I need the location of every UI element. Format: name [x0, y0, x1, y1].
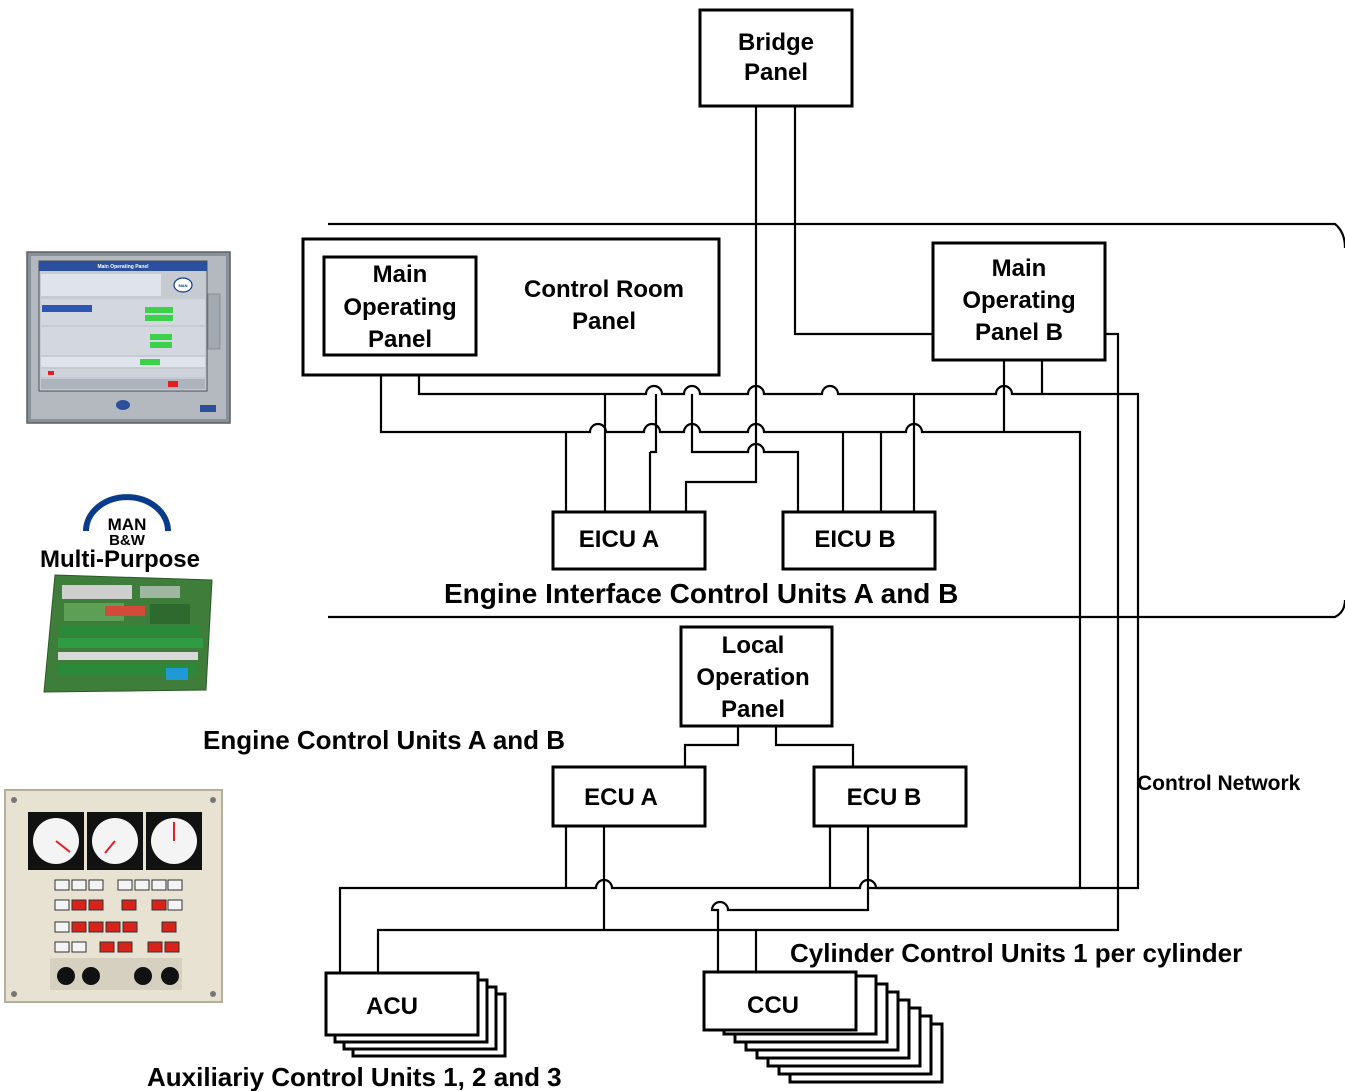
panel-buttons [54, 879, 183, 953]
ecu-b: ECU B [812, 765, 968, 828]
local-operation-panel: Local Operation Panel [679, 625, 834, 728]
control-network-caption: Control Network [1137, 772, 1301, 795]
control-room-panel-label-2: Panel [572, 308, 636, 335]
lop-to-ecu-a [683, 726, 740, 767]
mop-screen-title: Main Operating Panel [97, 264, 149, 270]
eicu-group-caption: Engine Interface Control Units A and B [444, 578, 958, 609]
mop-b-label-3: Panel B [975, 319, 1063, 346]
main-operating-panel: Main Operating Panel [322, 255, 478, 357]
mop-screen-rows [41, 274, 205, 389]
ecu-a: ECU A [551, 765, 707, 828]
mop-b-label-1: Main [992, 255, 1047, 282]
mop-label-2: Operating [343, 294, 456, 321]
panel-knobs [50, 958, 182, 990]
multi-purpose-board-photo: MAN B&W Multi-Purpose [40, 494, 213, 693]
mop-logo-text: MAN [178, 283, 187, 288]
eicu-a-feed-3b [650, 394, 658, 454]
lop-label-3: Panel [721, 696, 785, 723]
board-logo-bw: B&W [109, 532, 146, 549]
acu-group-caption: Auxiliariy Control Units 1, 2 and 3 [147, 1062, 562, 1091]
mop-label-3: Panel [368, 326, 432, 353]
ecu-b-drop-2 [710, 826, 870, 980]
ecu-a-label: ECU A [584, 784, 658, 811]
lop-label-2: Operation [696, 664, 809, 691]
mop-b-label-2: Operating [962, 287, 1075, 314]
bridge-panel: Bridge Panel [698, 8, 854, 108]
mop-label-1: Main [373, 261, 428, 288]
ccu-group-caption: Cylinder Control Units 1 per cylinder [790, 938, 1242, 968]
eicu-b-label: EICU B [814, 526, 895, 553]
eicu-a-label: EICU A [579, 526, 659, 553]
gauges [28, 812, 202, 870]
eicu-a: EICU A [551, 510, 707, 571]
control-room-panel-label-1: Control Room [524, 276, 684, 303]
lop-label-1: Local [722, 632, 785, 659]
bridge-panel-label-2: Panel [744, 59, 808, 86]
bridge-line-1 [684, 106, 758, 512]
multi-purpose-caption: Multi-Purpose [40, 546, 200, 573]
lop-to-ecu-b [774, 726, 855, 767]
mop-screen-photo: Main Operating Panel MAN [26, 251, 231, 424]
bridge-line-2 [376, 106, 1120, 980]
acu-stack: ACU [324, 971, 507, 1058]
board-components [58, 585, 203, 680]
upper-bus [417, 356, 1140, 890]
board-logo-man: MAN [108, 515, 147, 534]
eicu-b: EICU B [781, 510, 937, 571]
acu-label: ACU [366, 993, 418, 1020]
man-bw-logo: MAN B&W [83, 494, 171, 549]
local-panel-photo [4, 789, 223, 1003]
man-logo-small: MAN [173, 277, 193, 293]
ccu-label: CCU [747, 992, 799, 1019]
ecu-b-label: ECU B [847, 784, 922, 811]
main-operating-panel-b: Main Operating Panel B [931, 241, 1107, 362]
lower-bus [338, 356, 1082, 980]
bridge-panel-label-1: Bridge [738, 29, 814, 56]
ccu-stack: CCU [702, 970, 944, 1084]
eicu-a-feed-4 [690, 394, 800, 512]
ecu-group-caption: Engine Control Units A and B [203, 725, 565, 755]
